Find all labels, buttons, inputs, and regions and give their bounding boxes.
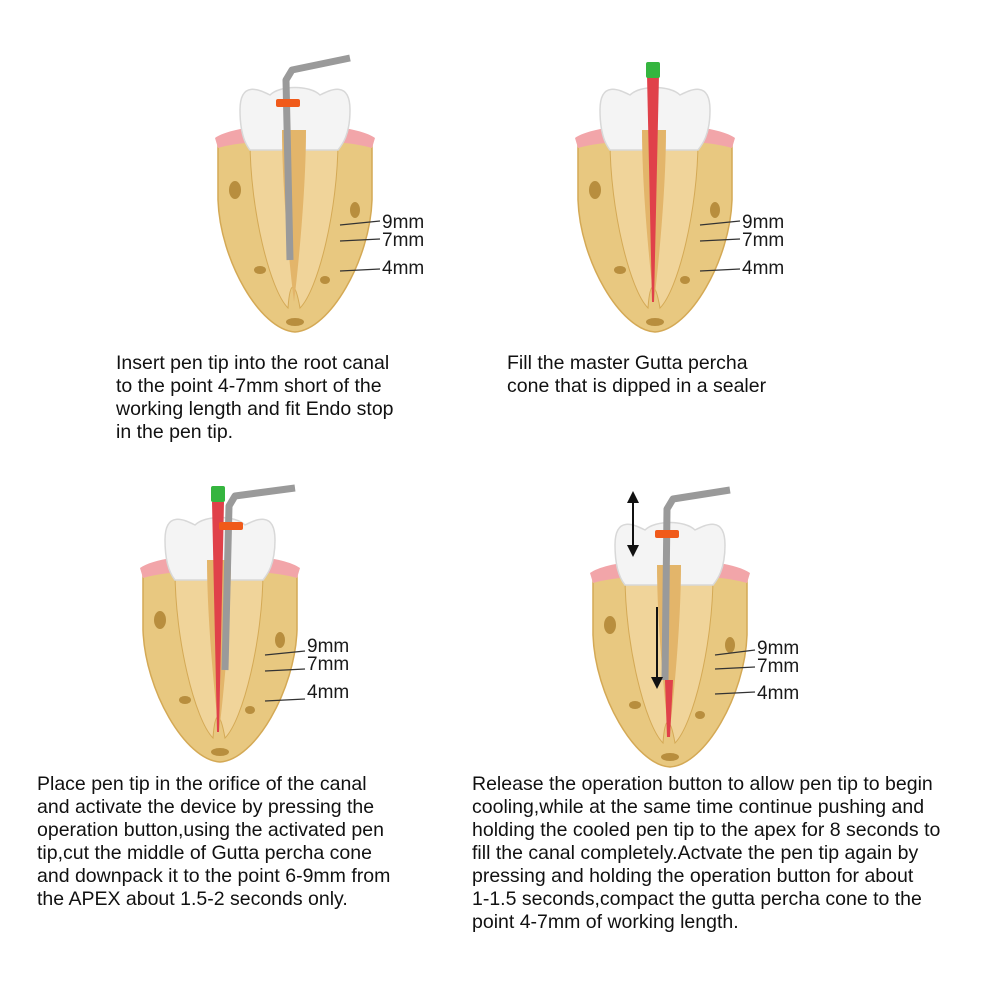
- endo-stop-icon: [655, 530, 679, 538]
- gutta-percha-cone-icon: [647, 75, 659, 302]
- gutta-percha-fill: [665, 680, 673, 737]
- caption-line: point 4-7mm of working length.: [472, 911, 739, 933]
- measure-4mm: 4mm: [307, 682, 350, 703]
- pen-tip-icon: [661, 486, 731, 681]
- caption-line: fill the canal completely.Actvate the pe…: [472, 842, 919, 864]
- measure-9mm: 9mm: [382, 212, 425, 233]
- double-arrow-icon: [627, 491, 639, 557]
- gutta-percha-cone-icon: [212, 502, 224, 732]
- measure-4mm: 4mm: [757, 683, 800, 704]
- caption-line: working length and fit Endo stop: [116, 398, 394, 420]
- crown: [239, 86, 351, 151]
- crown: [614, 521, 726, 586]
- measure-7mm: 7mm: [307, 654, 350, 675]
- endo-stop-icon: [219, 522, 243, 530]
- measure-4mm: 4mm: [742, 258, 785, 279]
- caption-line: the APEX about 1.5-2 seconds only.: [37, 888, 348, 910]
- caption-line: and activate the device by pressing the: [37, 796, 375, 818]
- tooth-diagram-2: [575, 62, 741, 333]
- caption-line: holding the cooled pen tip to the apex f…: [472, 819, 941, 841]
- cone-tip: [211, 486, 225, 502]
- caption-line: and downpack it to the point 6-9mm from: [37, 865, 391, 887]
- caption-line: pressing and holding the operation butto…: [472, 865, 914, 887]
- cone-tip: [646, 62, 660, 78]
- caption-line: tip,cut the middle of Gutta percha cone: [37, 842, 372, 864]
- measure-9mm: 9mm: [757, 638, 800, 659]
- step-4-caption: Release the operation button to allow pe…: [472, 773, 940, 934]
- measure-7mm: 7mm: [382, 230, 425, 251]
- caption-line: cooling,while at the same time continue …: [472, 796, 925, 818]
- tooth-diagram-3: [140, 484, 306, 763]
- caption-line: 1-1.5 seconds,compact the gutta percha c…: [472, 888, 922, 910]
- tooth-diagram-4: [590, 486, 756, 768]
- measure-7mm: 7mm: [757, 656, 800, 677]
- measure-9mm: 9mm: [742, 212, 785, 233]
- measure-4mm: 4mm: [382, 258, 425, 279]
- caption-line: Release the operation button to allow pe…: [472, 773, 933, 795]
- endo-stop-icon: [276, 99, 300, 107]
- step-3-caption: Place pen tip in the orifice of the cana…: [37, 773, 390, 911]
- down-arrow-icon: [651, 607, 663, 689]
- step-2-caption: Fill the master Gutta percha cone that i…: [507, 352, 766, 398]
- caption-line: Place pen tip in the orifice of the cana…: [37, 773, 367, 795]
- tooth-icon: [215, 86, 375, 333]
- caption-line: Insert pen tip into the root canal: [116, 352, 390, 374]
- tooth-diagram-1: [215, 54, 381, 333]
- measure-7mm: 7mm: [742, 230, 785, 251]
- caption-line: to the point 4-7mm short of the: [116, 375, 382, 397]
- pen-tip-icon: [221, 484, 296, 671]
- caption-line: cone that is dipped in a sealer: [507, 375, 767, 397]
- caption-line: Fill the master Gutta percha: [507, 352, 748, 374]
- pen-tip-icon: [282, 54, 351, 261]
- caption-line: operation button,using the activated pen: [37, 819, 384, 841]
- step-1-caption: Insert pen tip into the root canal to th…: [116, 352, 394, 444]
- measure-9mm: 9mm: [307, 636, 350, 657]
- caption-line: in the pen tip.: [116, 421, 234, 443]
